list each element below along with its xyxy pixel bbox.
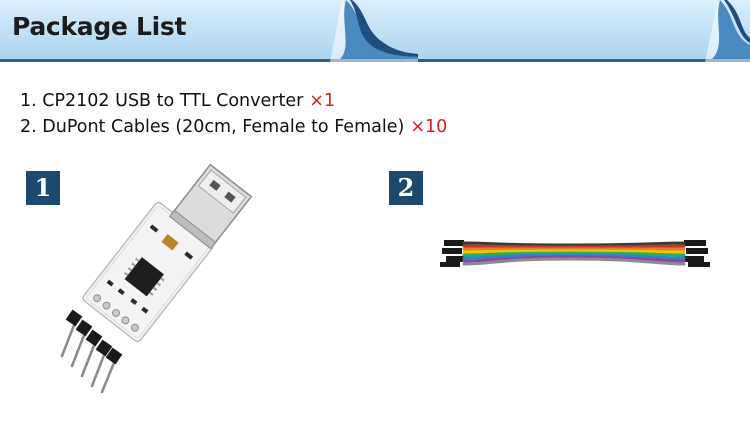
package-list: 1. CP2102 USB to TTL Converter×1 2. DuPo… bbox=[20, 88, 447, 140]
list-item: 2. DuPont Cables (20cm, Female to Female… bbox=[20, 114, 447, 140]
quantity-label: ×10 bbox=[410, 117, 448, 137]
quantity-label: ×1 bbox=[309, 91, 336, 111]
page-title: Package List bbox=[12, 12, 187, 41]
item-number-badge: 2 bbox=[389, 171, 423, 205]
usb-ttl-converter-image bbox=[60, 163, 253, 394]
dupont-cables-image bbox=[440, 240, 710, 267]
header-background bbox=[0, 0, 750, 62]
list-item: 1. CP2102 USB to TTL Converter×1 bbox=[20, 88, 447, 114]
item-number-badge: 1 bbox=[26, 171, 60, 205]
list-item-text: 1. CP2102 USB to TTL Converter bbox=[20, 91, 304, 111]
list-item-text: 2. DuPont Cables (20cm, Female to Female… bbox=[20, 117, 405, 137]
header-banner: Package List bbox=[0, 0, 750, 62]
